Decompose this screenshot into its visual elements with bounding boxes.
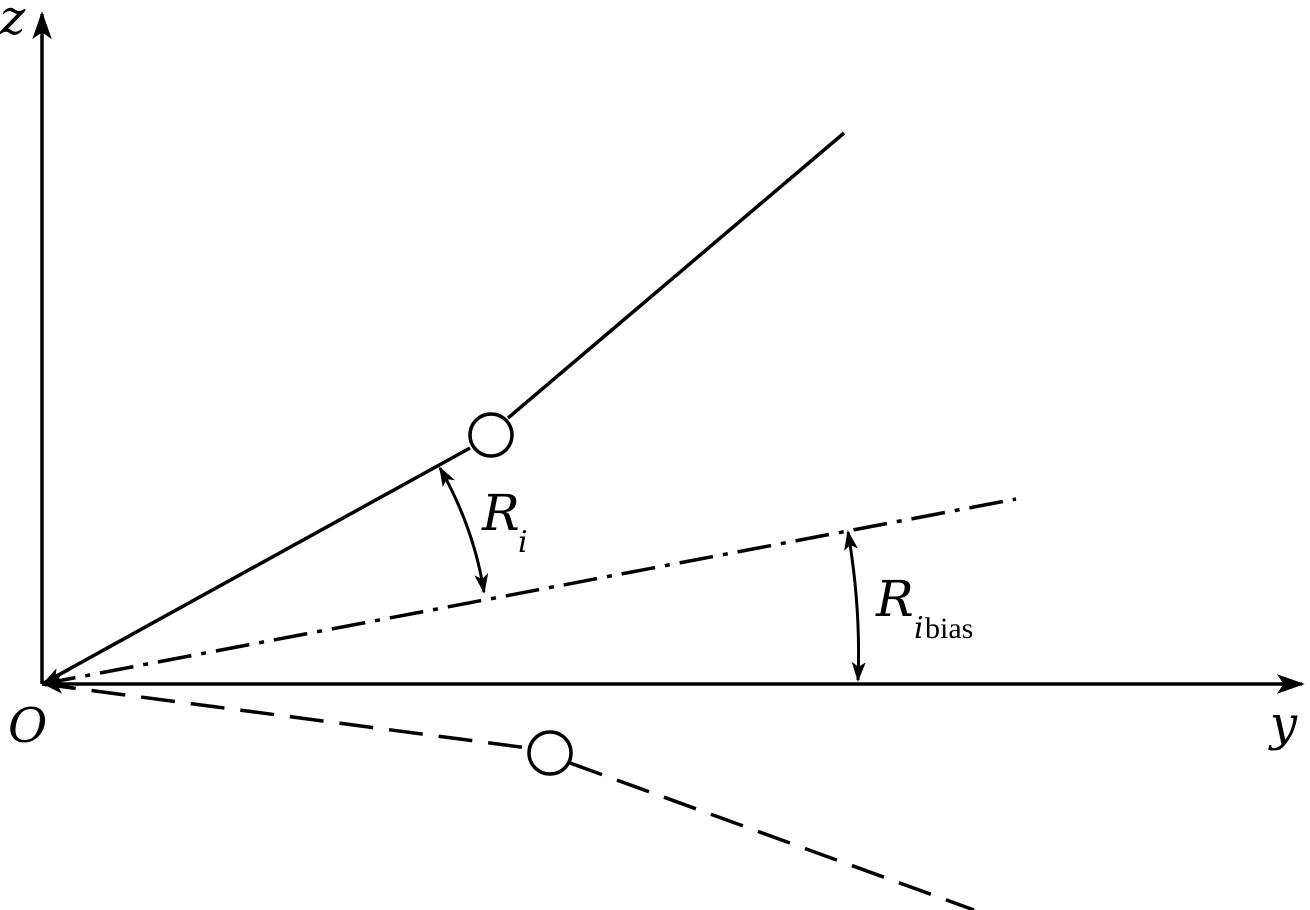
dashed-link-lower-second-segment	[569, 761, 975, 910]
solid-link-lower-segment	[41, 446, 471, 686]
angle-label-ri-subscript: i	[518, 525, 528, 560]
upper-joint-circle	[468, 412, 514, 458]
y-axis-label: y	[1268, 696, 1298, 752]
z-axis-label: z	[0, 0, 26, 46]
origin-arrow-dashed	[43, 679, 75, 694]
angle-label-ribias-subscript-bias: bias	[925, 612, 973, 645]
solid-link-upper-segment	[506, 131, 846, 420]
angle-label-ribias-subscript-i: i	[914, 611, 924, 646]
origin-label: O	[8, 698, 47, 754]
lower-joint-circle	[527, 730, 573, 776]
bias-dashdot-line	[41, 497, 1017, 686]
angle-label-ribias: R	[875, 570, 914, 628]
angle-label-ri: R	[481, 484, 520, 542]
angle-arc-ri	[438, 466, 489, 594]
angle-arc-ribias	[844, 530, 866, 682]
dashed-link-lower-first-segment	[41, 682, 529, 750]
